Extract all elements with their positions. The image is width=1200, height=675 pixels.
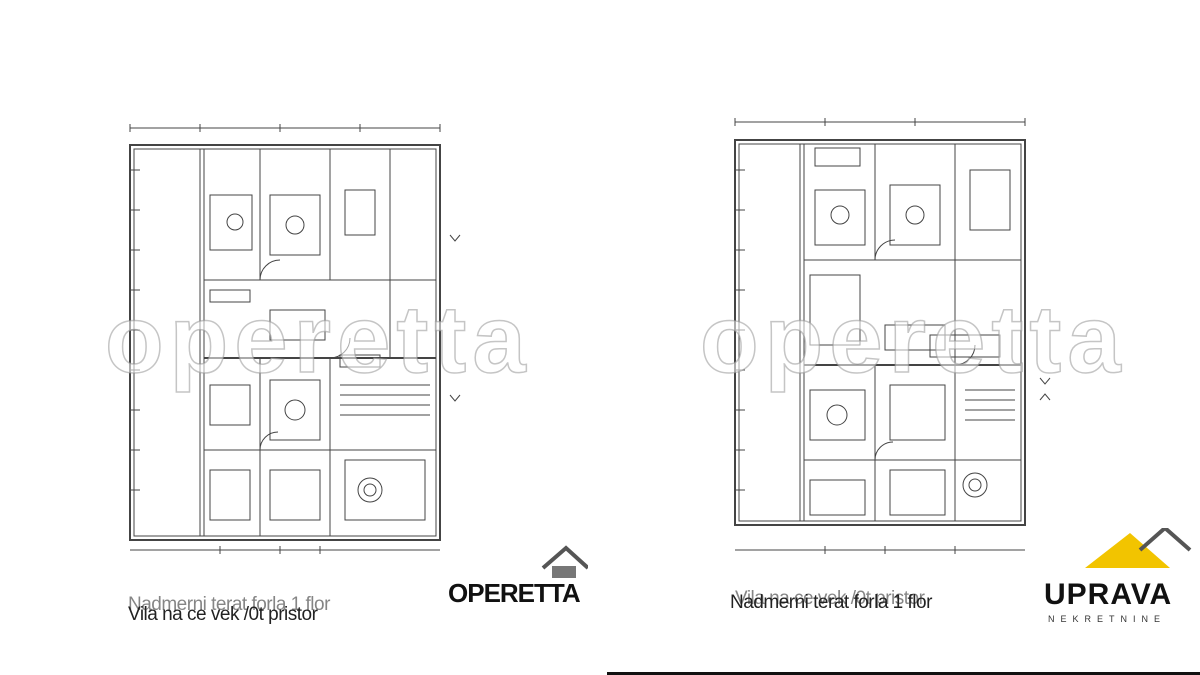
watermark-right: operetta: [699, 285, 1127, 394]
caption-right: Nadmerni terat forla 1 flor: [730, 592, 932, 613]
logo-left-text: OPERETTA: [448, 578, 581, 608]
bottom-divider: [607, 672, 1200, 675]
logo-right-subtext: NEKRETNINE: [1048, 614, 1167, 624]
watermark-left: operetta: [104, 285, 532, 394]
floor-plan-left: [110, 110, 470, 570]
logo-right: UPRAVA NEKRETNINE: [1040, 525, 1200, 628]
house-roof-icon: [1085, 525, 1192, 568]
caption-left: Vila na ce vek /0t pristor: [128, 604, 318, 625]
floor-plan-left-drawing: [129, 124, 461, 554]
logo-left: OPERETTA: [448, 540, 590, 630]
floor-plan-right: [705, 110, 1065, 570]
house-roof-icon: [541, 545, 590, 578]
caption-left-overlay: Nadmerni terat forla 1 flor: [128, 594, 330, 615]
logo-right-text: UPRAVA: [1044, 578, 1173, 611]
floor-plan-right-drawing: [734, 118, 1051, 554]
caption-right-overlay: Vila na ce vek /0t pristor: [735, 588, 925, 609]
